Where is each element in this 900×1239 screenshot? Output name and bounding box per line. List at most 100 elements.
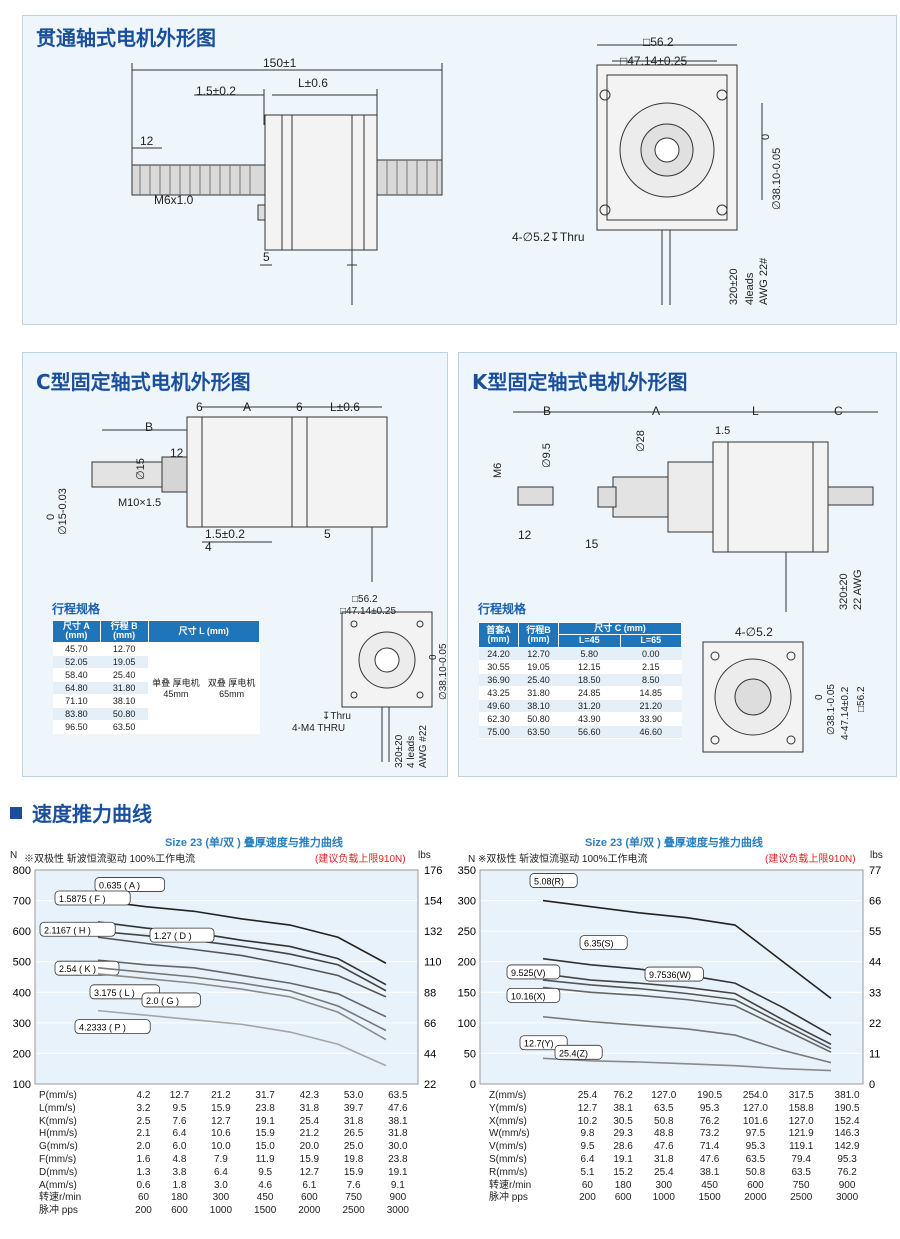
table-cell: 158.8 <box>788 1102 814 1114</box>
table-cell: 4.8 <box>172 1153 187 1165</box>
c-dim-sq: □56.2 <box>352 594 378 605</box>
table-cell: 26.5 <box>343 1128 364 1140</box>
k-lead-2: 22 AWG <box>852 569 864 610</box>
table-cell: 28.6 <box>613 1141 633 1153</box>
series-label: 3.175 ( L ) <box>94 988 135 998</box>
table-cell: 15.9 <box>299 1153 320 1165</box>
y-tick-label: 250 <box>458 926 476 938</box>
c-header-a: 尺寸 A (mm) <box>52 620 101 643</box>
y-tick-label-right: 0 <box>869 1079 875 1091</box>
table-cell: 5.1 <box>580 1166 595 1178</box>
series-label-box <box>519 1035 568 1051</box>
table-cell: 6.4 <box>213 1166 228 1178</box>
c-spec-title: 行程规格 <box>52 602 101 616</box>
table-cell: 76.2 <box>613 1090 633 1101</box>
table-cell: 15.9 <box>211 1102 231 1114</box>
y-tick-label: 200 <box>458 957 476 969</box>
k-header-c45: L=45 <box>558 634 621 648</box>
plot-area <box>35 870 418 1084</box>
table-cell: 63.5 <box>791 1166 811 1178</box>
series-line <box>542 1015 832 1064</box>
series-label: 1.27 ( D ) <box>154 931 192 941</box>
y-tick-label-right: 110 <box>424 957 442 969</box>
row-label: R(mm/s) <box>489 1166 528 1178</box>
table-cell: 12.7 <box>169 1090 190 1101</box>
c-dim-gap: 1.5±0.2 <box>205 527 245 541</box>
c-header-l: 尺寸 L (mm) <box>147 620 261 643</box>
table-cell: 0.6 <box>136 1179 151 1191</box>
table-cell: 4.6 <box>258 1179 273 1191</box>
series-label: 4.2333 ( P ) <box>79 1023 126 1033</box>
y-tick-label-right: 11 <box>869 1048 880 1060</box>
y-tick-label-right: 44 <box>424 1048 436 1060</box>
series-line <box>97 1009 387 1067</box>
table-cell: 317.5 <box>788 1090 814 1101</box>
table-cell: 6.4 <box>580 1153 595 1165</box>
y-tick-label-right: 44 <box>869 957 881 969</box>
table-cell: 190.5 <box>834 1102 860 1114</box>
plot-frame <box>34 869 419 1085</box>
table-cell: 10.6 <box>211 1128 231 1140</box>
row-label: L(mm/s) <box>39 1102 76 1114</box>
y-tick-label-right: 176 <box>424 865 442 877</box>
c-single: 单叠 厚电机 45mm <box>148 642 204 734</box>
table-cell: 127.0 <box>651 1090 677 1101</box>
row-label: G(mm/s) <box>39 1141 78 1153</box>
y-tick-label-right: 55 <box>869 926 881 938</box>
table-cell: 7.6 <box>346 1179 361 1191</box>
series-label-box <box>94 877 165 892</box>
y-tick-label: 300 <box>458 896 476 908</box>
table-cell: 3000 <box>835 1192 859 1204</box>
table-cell: 750 <box>792 1179 810 1191</box>
k-dim-a: A <box>652 404 661 418</box>
series-line <box>97 899 387 964</box>
section-title: 速度推力曲线 <box>10 798 152 827</box>
row-label: Y(mm/s) <box>489 1102 527 1114</box>
table-cell: 1500 <box>698 1192 721 1204</box>
y-tick-label: 600 <box>13 926 31 938</box>
series-label: 0.635 ( A ) <box>99 881 140 891</box>
table-cell: 1000 <box>652 1192 675 1204</box>
series-label-box <box>54 960 120 976</box>
dim-length: 150±1 <box>263 56 297 70</box>
series-line <box>97 921 387 986</box>
k-dim-c: C <box>834 404 843 418</box>
table-cell: 2000 <box>298 1205 321 1217</box>
table-cell: 47.6 <box>699 1153 720 1165</box>
chart-1-ylabel-right: lbs <box>418 850 431 861</box>
series-line <box>97 959 387 1018</box>
k-dim-b3: □56.2 <box>856 686 867 712</box>
table-cell: 101.6 <box>742 1115 768 1127</box>
series-label-box <box>74 1019 151 1035</box>
table-cell: 63.5 <box>654 1102 674 1114</box>
table-cell: 76.2 <box>699 1115 720 1127</box>
table-cell: 15.9 <box>343 1166 364 1178</box>
table-cell: 300 <box>655 1179 673 1191</box>
dim-12: 12 <box>140 134 154 148</box>
plot-frame <box>479 869 864 1085</box>
c-dim-m4: 4-M4 THRU <box>292 723 346 734</box>
table-cell: 95.3 <box>745 1141 766 1153</box>
table-cell: 3.2 <box>136 1102 151 1114</box>
table-cell: 2500 <box>790 1192 813 1204</box>
y-tick-label: 50 <box>464 1048 476 1060</box>
table-cell: 71.4 <box>699 1141 720 1153</box>
series-line <box>97 930 387 992</box>
table-cell: 25.4 <box>299 1115 320 1127</box>
series-label-box <box>54 890 131 906</box>
chart-1-note: (建议负载上限910N) <box>315 854 406 865</box>
table-cell: 1.6 <box>136 1153 151 1165</box>
c-dim-15-03: ∅15-0.03 <box>57 488 69 535</box>
